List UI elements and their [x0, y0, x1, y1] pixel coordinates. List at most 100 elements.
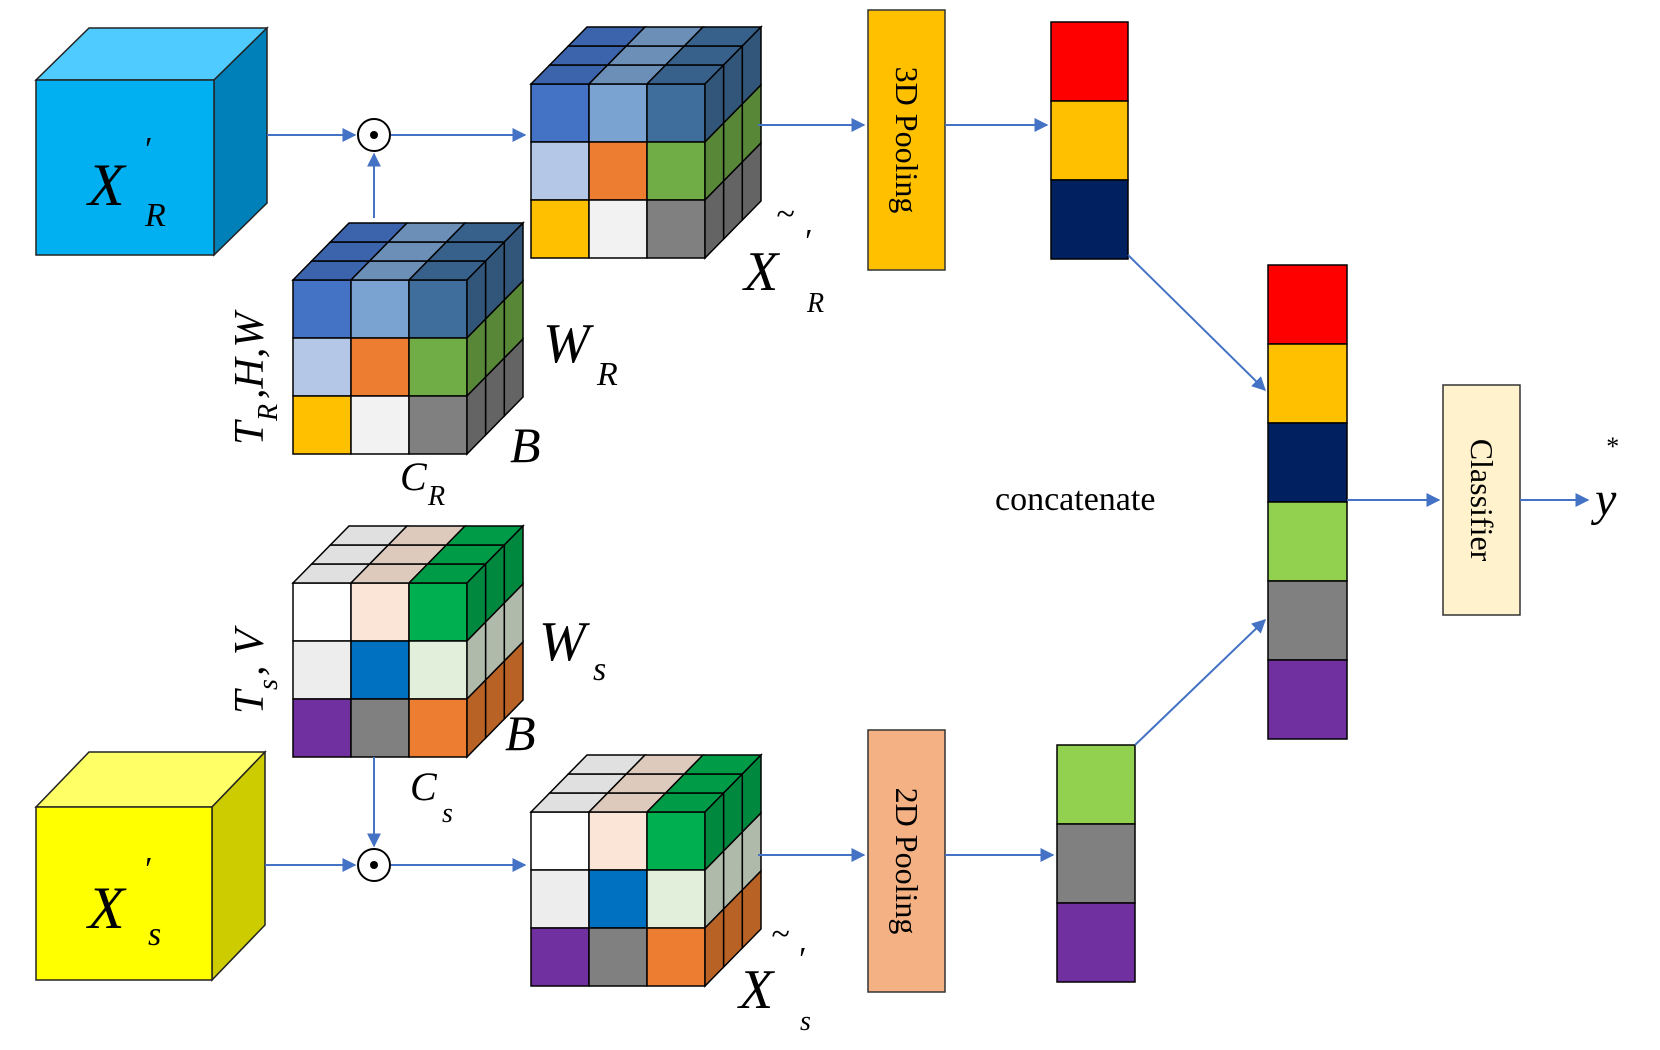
arrow-vecr-to-concat — [1127, 254, 1266, 391]
xts-cube-front-cell — [530, 927, 590, 987]
pool2d-box: 2D Pooling — [867, 729, 946, 993]
wr-cube-front-cell — [350, 279, 410, 339]
xr-label-main: X — [86, 152, 127, 218]
concat-vector-segment — [1267, 501, 1348, 582]
wr-labels: W R B C R T R ,H,W — [227, 309, 618, 512]
xs-label-prime: ′ — [143, 851, 151, 888]
xts-cube-front-cell — [646, 869, 706, 929]
concat-vector-segment — [1267, 343, 1348, 424]
pooled-vector-s-segment — [1056, 744, 1136, 825]
concat-vector-segment — [1267, 659, 1348, 740]
ts-label-main: T — [227, 688, 273, 714]
input-cube-xs: X ′ s — [34, 750, 267, 982]
wr-label-main: W — [543, 313, 594, 375]
ws-label-b: B — [505, 705, 536, 761]
pooled-vector-s-segment — [1056, 902, 1136, 983]
pool3d-rect — [867, 9, 946, 271]
xtr-cube-front-cell — [530, 199, 590, 259]
wr-cube-side-cell — [503, 337, 524, 418]
wr-cube-front-cell — [408, 395, 468, 455]
wr-cube-front-cell — [292, 337, 352, 397]
ws-cube-front-cell — [408, 698, 468, 758]
wr-cube-front-cell — [408, 337, 468, 397]
weight-cube-wr — [291, 221, 525, 456]
ws-label-sub: s — [593, 651, 606, 688]
classifier-box: Classifier — [1442, 384, 1521, 616]
ws-cube-front-cell — [292, 582, 352, 642]
tr-label: T R ,H,W — [227, 309, 284, 445]
ws-cube-front-cell — [350, 640, 410, 700]
xts-cube-front-cell — [530, 869, 590, 929]
wr-cube-front-cell — [350, 337, 410, 397]
xts-cube-side-cell — [741, 869, 762, 950]
output-y-star: * — [1605, 432, 1618, 461]
pooled-vector-r-segment — [1050, 100, 1129, 181]
arrows — [265, 118, 1590, 872]
odot-bottom — [357, 848, 391, 882]
xts-cube-front-cell — [530, 811, 590, 871]
ts-label-sub: s — [253, 679, 284, 690]
wr-cube-front-cell — [292, 279, 352, 339]
xtr-labels: ~ X ′ R — [742, 196, 824, 319]
xs-label-main: X — [86, 875, 127, 941]
pooled-vector-r-segment — [1050, 179, 1129, 260]
xtr-cube-front-cell — [588, 141, 648, 201]
xts-label-main: X — [737, 959, 776, 1021]
ws-labels: W s B C s T s , V — [227, 611, 606, 829]
wr-cube-front-cell — [408, 279, 468, 339]
arrow-vecs-to-concat — [1134, 619, 1267, 746]
output-cube-xts — [529, 753, 763, 988]
tr-label-sub: R — [253, 404, 284, 422]
concat-vector — [1267, 264, 1348, 740]
pooled-vector-r — [1050, 21, 1129, 260]
ws-cube-front-cell — [292, 640, 352, 700]
wr-cube-front-cell — [350, 395, 410, 455]
wr-cube-front-cell — [292, 395, 352, 455]
cs-label-main: C — [410, 764, 438, 809]
tr-label-main: T — [227, 419, 273, 445]
classifier-label: Classifier — [1464, 439, 1500, 562]
pool2d-label: 2D Pooling — [889, 788, 925, 935]
ws-cube-front-cell — [408, 640, 468, 700]
xtr-label-prime: ′ — [803, 223, 811, 260]
concat-vector-segment — [1267, 580, 1348, 661]
ts-label: T s , V — [227, 625, 284, 714]
ws-label-main: W — [539, 611, 590, 673]
input-cube-xr-front — [35, 79, 215, 256]
ws-cube-front-cell — [350, 698, 410, 758]
xts-cube-front-cell — [588, 927, 648, 987]
pool2d-rect — [867, 729, 946, 993]
xts-cube-front-cell — [588, 811, 648, 871]
xtr-cube-front-cell — [588, 199, 648, 259]
xts-label-tilde: ~ — [771, 916, 789, 953]
cr-label-sub: R — [427, 481, 445, 512]
wr-label-sub: R — [596, 356, 618, 393]
concat-vector-segment — [1267, 422, 1348, 503]
xs-label-sub: s — [148, 916, 161, 953]
ts-label-rest: , V — [227, 625, 273, 676]
wr-label-b: B — [510, 417, 541, 473]
xtr-cube-front-cell — [530, 83, 590, 143]
xtr-label-sub: R — [806, 288, 824, 319]
concatenate-label: concatenate — [995, 481, 1155, 518]
pooled-vector-s — [1056, 744, 1136, 983]
ws-cube-front-cell — [408, 582, 468, 642]
pooled-vector-s-segment — [1056, 823, 1136, 904]
xr-label-prime: ′ — [143, 131, 151, 168]
tr-label-rest: ,H,W — [227, 309, 273, 399]
xtr-label-tilde: ~ — [776, 196, 794, 233]
pool3d-box: 3D Pooling — [867, 9, 946, 271]
ws-cube-front-cell — [292, 698, 352, 758]
concat-vector-segment — [1267, 264, 1348, 345]
xts-label-prime: ′ — [797, 941, 805, 978]
xts-cube-front-cell — [588, 869, 648, 929]
ws-cube-side-cell — [503, 640, 524, 721]
odot-top-dot — [370, 131, 378, 139]
xts-cube-front-cell — [646, 927, 706, 987]
classifier-rect — [1442, 384, 1521, 616]
xtr-cube-front-cell — [646, 141, 706, 201]
odot-bottom-dot — [370, 861, 378, 869]
xtr-label-main: X — [742, 241, 781, 303]
xtr-cube-front-cell — [588, 83, 648, 143]
